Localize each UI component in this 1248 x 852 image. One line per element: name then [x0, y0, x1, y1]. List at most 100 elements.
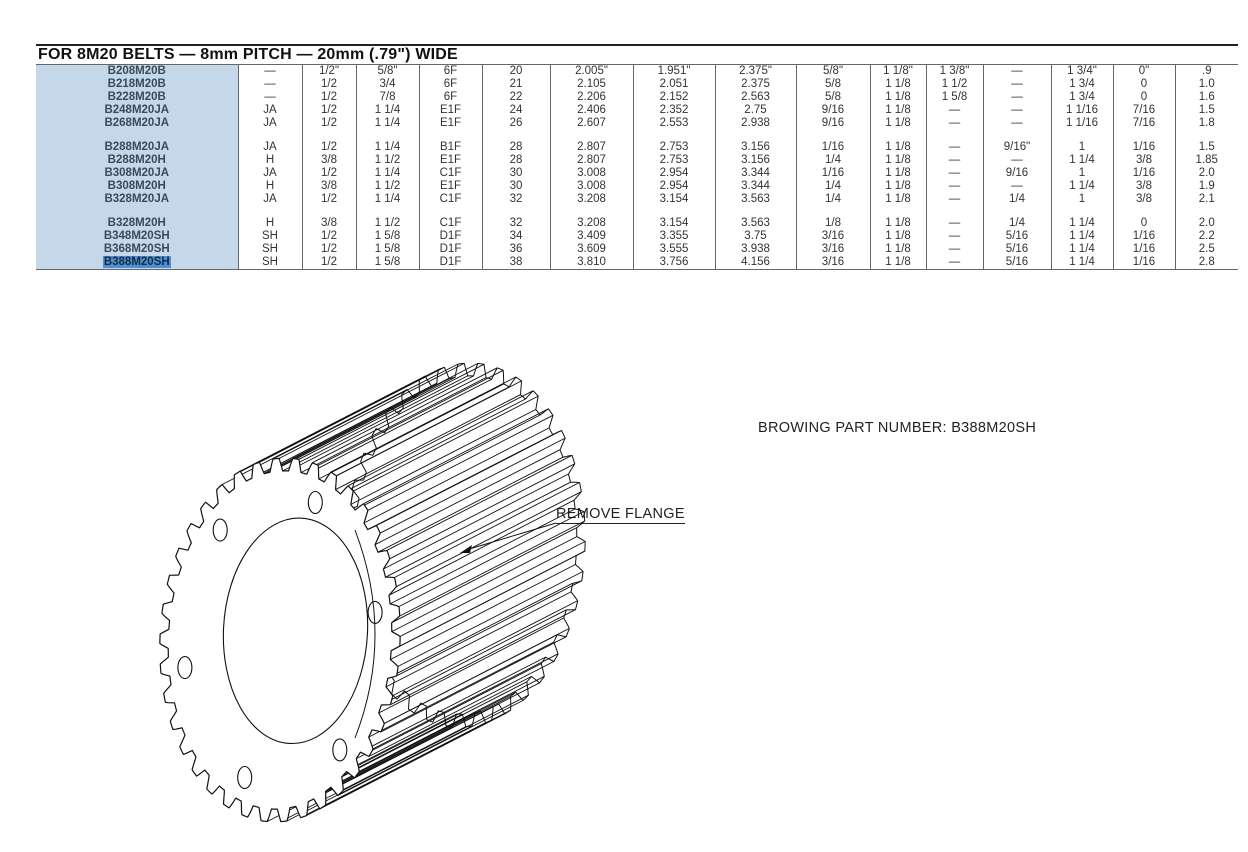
- table-cell: 2.753: [632, 154, 715, 167]
- table-cell: 1 1/8: [869, 78, 926, 91]
- table-cell: 3.208: [549, 217, 633, 230]
- table-cell: 1: [1050, 141, 1113, 154]
- part-number-label: BROWING PART NUMBER: B388M20SH: [758, 420, 1037, 436]
- table-cell: 2.753: [632, 141, 715, 154]
- table-cell: 2.0: [1174, 217, 1238, 230]
- table-cell: 2.375": [714, 64, 796, 78]
- remove-flange-callout: REMOVE FLANGE: [556, 506, 685, 524]
- table-cell: 2.607: [549, 117, 633, 130]
- leader-line: [460, 522, 557, 553]
- table-cell: 2.2: [1174, 230, 1238, 243]
- table-cell: 1 5/8: [355, 256, 419, 270]
- highlighted-part-number: B388M20SH: [102, 256, 171, 268]
- table-cell: 3.563: [714, 217, 796, 230]
- table-cell: 1/16: [1112, 141, 1175, 154]
- table-title: FOR 8M20 BELTS — 8mm PITCH — 20mm (.79")…: [38, 46, 458, 63]
- group-spacer: [36, 130, 1238, 141]
- table-cell: 3/8: [1112, 193, 1175, 206]
- table-cell: 1 1/4: [355, 117, 419, 130]
- table-cell: SH: [237, 230, 302, 243]
- table-cell: 1/2: [301, 78, 356, 91]
- table-cell: 1/2": [301, 64, 356, 78]
- table-cell: 3.208: [549, 193, 633, 206]
- table-cell: D1F: [418, 243, 482, 256]
- table-cell: 3/16: [795, 243, 870, 256]
- table-cell: —: [982, 117, 1051, 130]
- table-cell: 1: [1050, 193, 1113, 206]
- table-cell: 3.563: [714, 193, 796, 206]
- table-cell: 1 1/4: [1050, 243, 1113, 256]
- table-cell: 26: [481, 117, 550, 130]
- table-cell: —: [925, 154, 983, 167]
- table-cell: 24: [481, 104, 550, 117]
- part-number-cell: B348M20SH: [36, 230, 238, 243]
- table-cell: —: [982, 180, 1051, 193]
- table-cell: 0: [1112, 78, 1175, 91]
- table-cell: 28: [481, 141, 550, 154]
- table-cell: 2.5: [1174, 243, 1238, 256]
- table-cell: —: [237, 64, 302, 78]
- table-cell: SH: [237, 256, 302, 270]
- table-cell: 3/16: [795, 230, 870, 243]
- table-header-rule: [36, 44, 1238, 46]
- table-cell: E1F: [418, 117, 482, 130]
- part-number-cell: B308M20JA: [36, 167, 238, 180]
- table-cell: 1 3/8": [925, 64, 983, 78]
- table-cell: 1 1/2: [355, 154, 419, 167]
- table-cell: 32: [481, 193, 550, 206]
- table-cell: 3.938: [714, 243, 796, 256]
- group-spacer: [36, 206, 1238, 217]
- table-cell: 5/8: [795, 91, 870, 104]
- table-cell: 1 3/4: [1050, 91, 1113, 104]
- table-cell: 3/8: [1112, 180, 1175, 193]
- table-cell: 1/16: [1112, 230, 1175, 243]
- table-cell: 3.008: [549, 180, 633, 193]
- table-cell: 1 1/8: [869, 243, 926, 256]
- table-cell: 1 1/8: [869, 217, 926, 230]
- table-cell: —: [982, 78, 1051, 91]
- part-number-cell: B308M20H: [36, 180, 238, 193]
- table-cell: 2.807: [549, 154, 633, 167]
- table-cell: 1 1/16: [1050, 117, 1113, 130]
- table-cell: 1 1/8: [869, 230, 926, 243]
- table-cell: 1 3/4": [1050, 64, 1113, 78]
- table-cell: —: [925, 217, 983, 230]
- table-cell: JA: [237, 167, 302, 180]
- table-cell: 1/2: [301, 256, 356, 270]
- table-cell: 1/16: [795, 167, 870, 180]
- table-cell: 5/16: [982, 256, 1051, 270]
- table-cell: JA: [237, 141, 302, 154]
- table-cell: 1 1/8: [869, 256, 926, 270]
- table-cell: JA: [237, 117, 302, 130]
- table-cell: 1 1/16: [1050, 104, 1113, 117]
- table-cell: C1F: [418, 167, 482, 180]
- table-cell: 1/4: [795, 193, 870, 206]
- table-cell: 1/16: [795, 141, 870, 154]
- table-cell: 1/2: [301, 167, 356, 180]
- table-cell: 1/2: [301, 104, 356, 117]
- table-cell: 6F: [418, 64, 482, 78]
- table-cell: 3.810: [549, 256, 633, 270]
- table-cell: H: [237, 217, 302, 230]
- table-cell: 2.8: [1174, 256, 1238, 270]
- table-cell: 3.609: [549, 243, 633, 256]
- table-cell: 0: [1112, 217, 1175, 230]
- table-cell: —: [982, 64, 1051, 78]
- table-cell: 2.0: [1174, 167, 1238, 180]
- table-cell: D1F: [418, 230, 482, 243]
- table-cell: 4.156: [714, 256, 796, 270]
- table-cell: —: [982, 91, 1051, 104]
- table-cell: 6F: [418, 78, 482, 91]
- table-cell: 1/16: [1112, 167, 1175, 180]
- table-cell: 1/2: [301, 117, 356, 130]
- table-cell: 1 1/8: [869, 104, 926, 117]
- table-cell: 3/8: [301, 154, 356, 167]
- table-cell: 1 1/4: [355, 193, 419, 206]
- table-cell: 2.051: [632, 78, 715, 91]
